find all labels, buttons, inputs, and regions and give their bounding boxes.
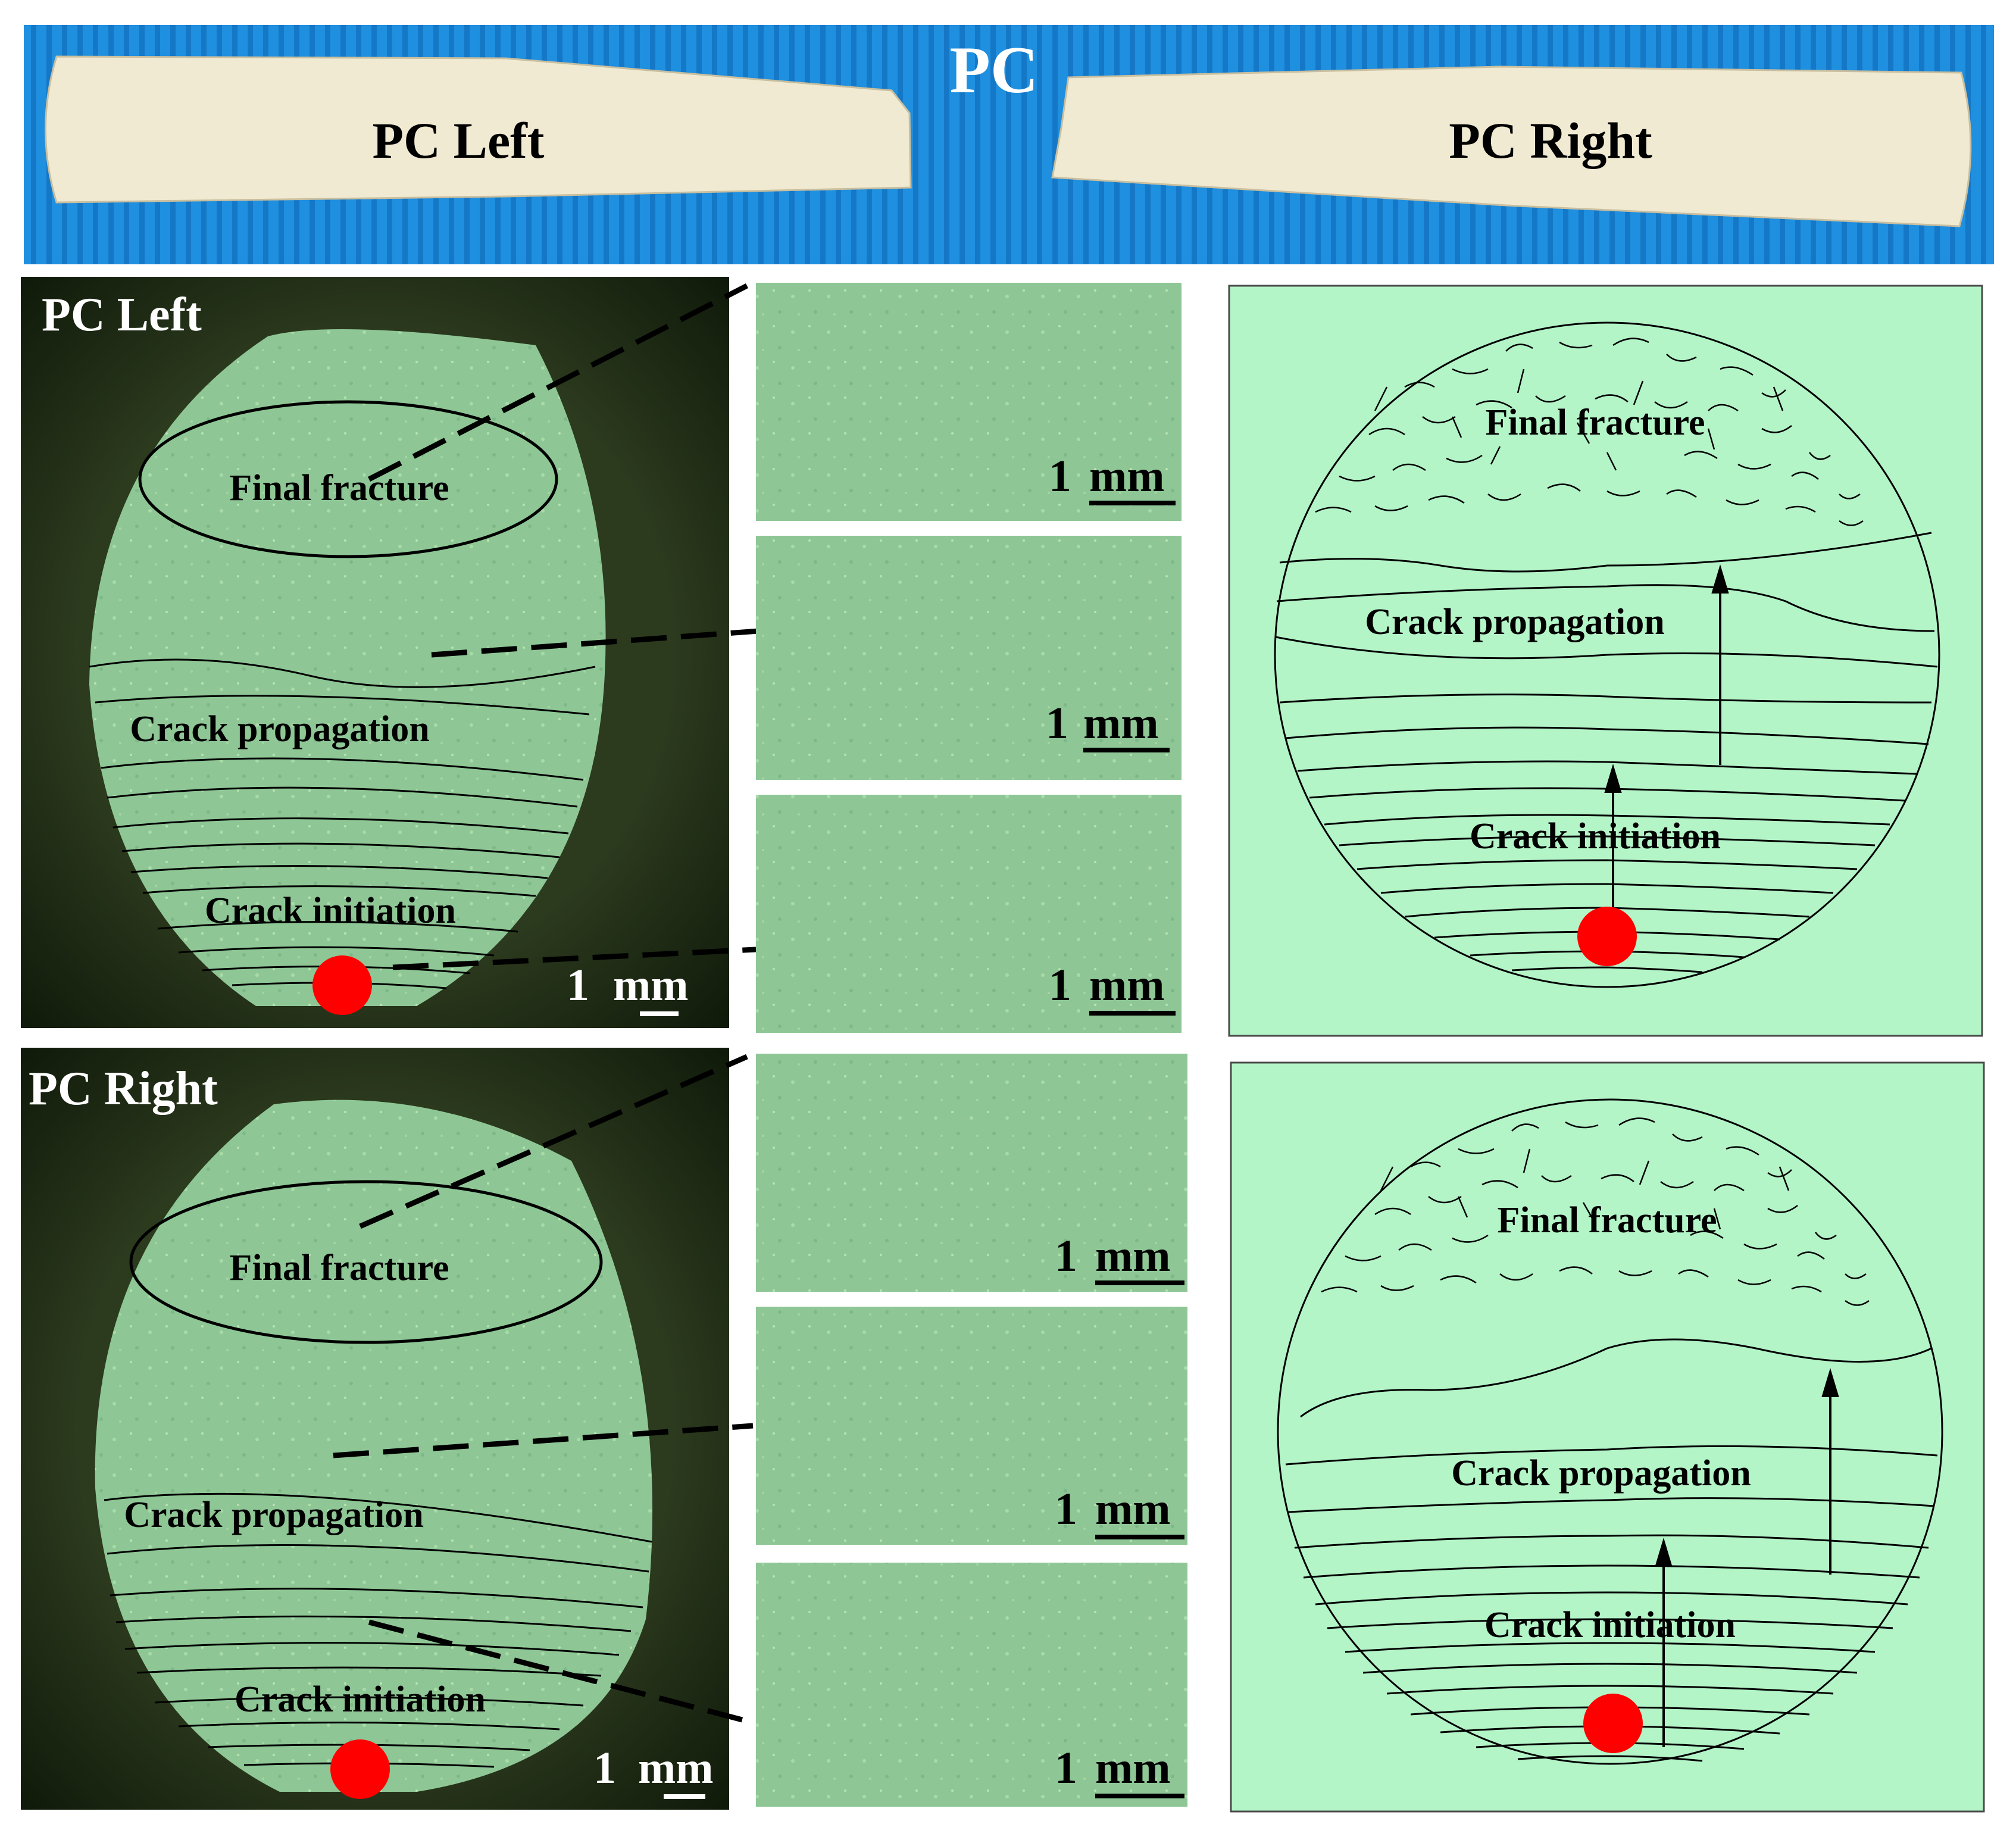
crack-propagation-label: Crack propagation [1451, 1453, 1751, 1494]
scale-unit: mm [1083, 698, 1159, 748]
magnified-tiles: 1 mm 1 mm 1 mm 1 mm 1 mm [756, 283, 1187, 1807]
scale-number: 1 [1055, 1231, 1077, 1281]
scale-unit: mm [1095, 1743, 1171, 1793]
crack-initiation-label: Crack initiation [1470, 816, 1721, 857]
beach-mark-lines [1275, 532, 1938, 973]
zoom-leader-lines [367, 283, 759, 970]
schematic-left: Final fracture Crack propagation Crack i… [1228, 285, 1983, 1037]
scale-number: 1 [567, 960, 589, 1010]
fracture-surface [89, 329, 606, 1006]
scale-number: 1 [1055, 1743, 1077, 1793]
crack-propagation-label: Crack propagation [1365, 602, 1665, 642]
beach-mark-lines [1285, 1338, 1938, 1762]
final-fracture-label: Final fracture [229, 468, 449, 508]
scale-unit: mm [1089, 960, 1165, 1010]
scale-unit: mm [1095, 1231, 1171, 1281]
final-fracture-ellipse [129, 1180, 603, 1344]
scale-number: 1 [1046, 698, 1068, 748]
crack-origin-marker [1583, 1694, 1643, 1753]
final-fracture-ellipse [138, 400, 558, 558]
scale-number: 1 [1049, 960, 1071, 1010]
scale-unit: mm [638, 1743, 714, 1793]
panel-title: PC Left [42, 289, 202, 341]
specimen-left-label: PC Left [373, 112, 545, 169]
final-fracture-label: Final fracture [229, 1248, 449, 1288]
zoom-tile: 1 mm [756, 1307, 1187, 1545]
schematic-right: Final fracture Crack propagation Crack i… [1230, 1061, 1985, 1813]
scale-number: 1 [1049, 451, 1071, 501]
specimen-right-half [1051, 65, 1972, 227]
crack-origin-marker [1577, 907, 1637, 966]
fracture-outline [1277, 1098, 1943, 1765]
crack-initiation-label: Crack initiation [1484, 1605, 1736, 1645]
final-fracture-texture [1321, 1117, 1870, 1306]
crack-initiation-label: Crack initiation [205, 891, 456, 931]
crack-origin-marker [312, 955, 372, 1015]
final-fracture-label: Final fracture [1485, 402, 1705, 443]
fracture-surface [95, 1100, 653, 1792]
beach-mark-lines [89, 658, 596, 989]
crack-propagation-label: Crack propagation [124, 1495, 424, 1535]
specimen-photo: PC PC Left PC Right [24, 25, 1994, 264]
crack-growth-arrows [1655, 1368, 1839, 1747]
scale-unit: mm [1089, 451, 1165, 501]
scale-unit: mm [613, 960, 689, 1010]
scale-number: 1 [1055, 1484, 1077, 1534]
panel-title: PC Right [29, 1063, 218, 1115]
fracture-photo-left: PC Left Final fracture Crack propagation… [21, 277, 759, 1028]
specimen-left-half [45, 55, 912, 204]
crack-origin-marker [330, 1739, 390, 1799]
fracture-outline [1274, 321, 1940, 988]
scale-bar: 1 mm [593, 1743, 714, 1799]
final-fracture-texture [1315, 338, 1864, 526]
zoom-tile: 1 mm [756, 1054, 1187, 1292]
fracture-photo-right: PC Right Final fracture Crack propagatio… [21, 1048, 757, 1810]
scale-unit: mm [1095, 1484, 1171, 1534]
crack-growth-arrows [1604, 564, 1729, 920]
crack-initiation-label: Crack initiation [235, 1679, 486, 1720]
photo-title: PC [949, 33, 1038, 107]
zoom-tile: 1 mm [756, 1563, 1187, 1807]
zoom-leader-lines [333, 1054, 757, 1726]
zoom-tile: 1 mm [756, 536, 1182, 780]
scale-bar: 1 mm [567, 960, 689, 1016]
final-fracture-label: Final fracture [1497, 1200, 1717, 1241]
specimen-right-label: PC Right [1449, 112, 1652, 169]
zoom-tile: 1 mm [756, 283, 1182, 521]
zoom-tile: 1 mm [756, 795, 1182, 1033]
scale-number: 1 [593, 1743, 616, 1793]
crack-propagation-label: Crack propagation [130, 709, 430, 749]
